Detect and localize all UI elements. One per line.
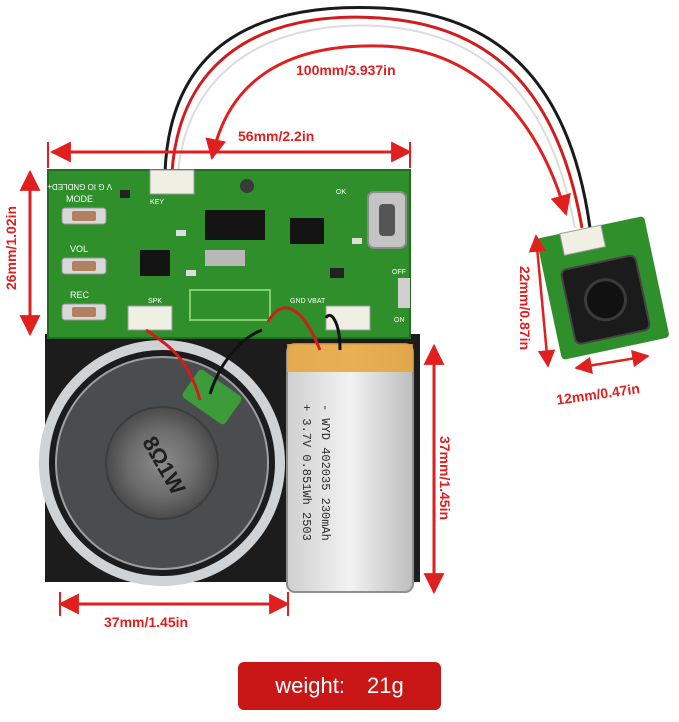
weight-value: 21g: [367, 673, 404, 698]
battery-height-label: 37mm/1.45in: [437, 435, 453, 521]
weight-badge: weight: 21g: [238, 662, 441, 710]
spk-label: SPK: [148, 298, 162, 305]
wire-black: [163, 6, 592, 229]
button-width-line: [574, 349, 650, 375]
board-width-label: 56mm/2.2in: [238, 128, 315, 144]
vbat-label: GND VBAT: [290, 298, 326, 305]
button-connector: [559, 224, 607, 256]
key-connector: [149, 169, 195, 195]
pins-label: V G IO GNDLED+: [47, 182, 112, 191]
battery-wire-red: [266, 306, 322, 351]
chip-amp: [290, 218, 324, 244]
vol-label: VOL: [70, 244, 88, 254]
off-label: OFF: [392, 269, 406, 276]
key-label: KEY: [150, 199, 164, 206]
battery-label-2: + 3.7V 0.851Wh 2503: [299, 404, 313, 541]
speaker-wire-red: [145, 328, 202, 401]
ok-label: OK: [336, 189, 346, 196]
mic: [240, 179, 254, 193]
weight-label: weight:: [275, 673, 345, 698]
wire-length-arrow: [205, 44, 571, 217]
mode-label: MODE: [66, 194, 93, 204]
wire-red: [170, 15, 584, 229]
button-height-line: [528, 234, 556, 368]
speaker-rim: [39, 340, 285, 586]
battery-wire-black: [324, 313, 342, 351]
speaker-terminal: [182, 369, 242, 425]
on-label: ON: [394, 317, 405, 324]
chip-main: [205, 210, 265, 240]
battery-label-1: - WYD 402035 230mAh: [318, 404, 332, 541]
board-height-label: 26mm/1.02in: [3, 205, 19, 291]
speaker-magnet: [105, 406, 219, 520]
spk-connector: [127, 305, 173, 331]
chip-mcu: [140, 250, 170, 276]
power-switch: [398, 278, 410, 308]
wire-length-label: 100mm/3.937in: [296, 62, 396, 78]
tact-switch-cap: [583, 278, 627, 322]
speaker-width-label: 37mm/1.45in: [104, 614, 189, 630]
speaker-wire-black: [208, 328, 263, 395]
button-height-label: 22mm/0.87in: [517, 265, 533, 351]
crystal: [205, 250, 245, 266]
rec-label: REC: [70, 290, 90, 300]
wire-white: [177, 24, 576, 229]
